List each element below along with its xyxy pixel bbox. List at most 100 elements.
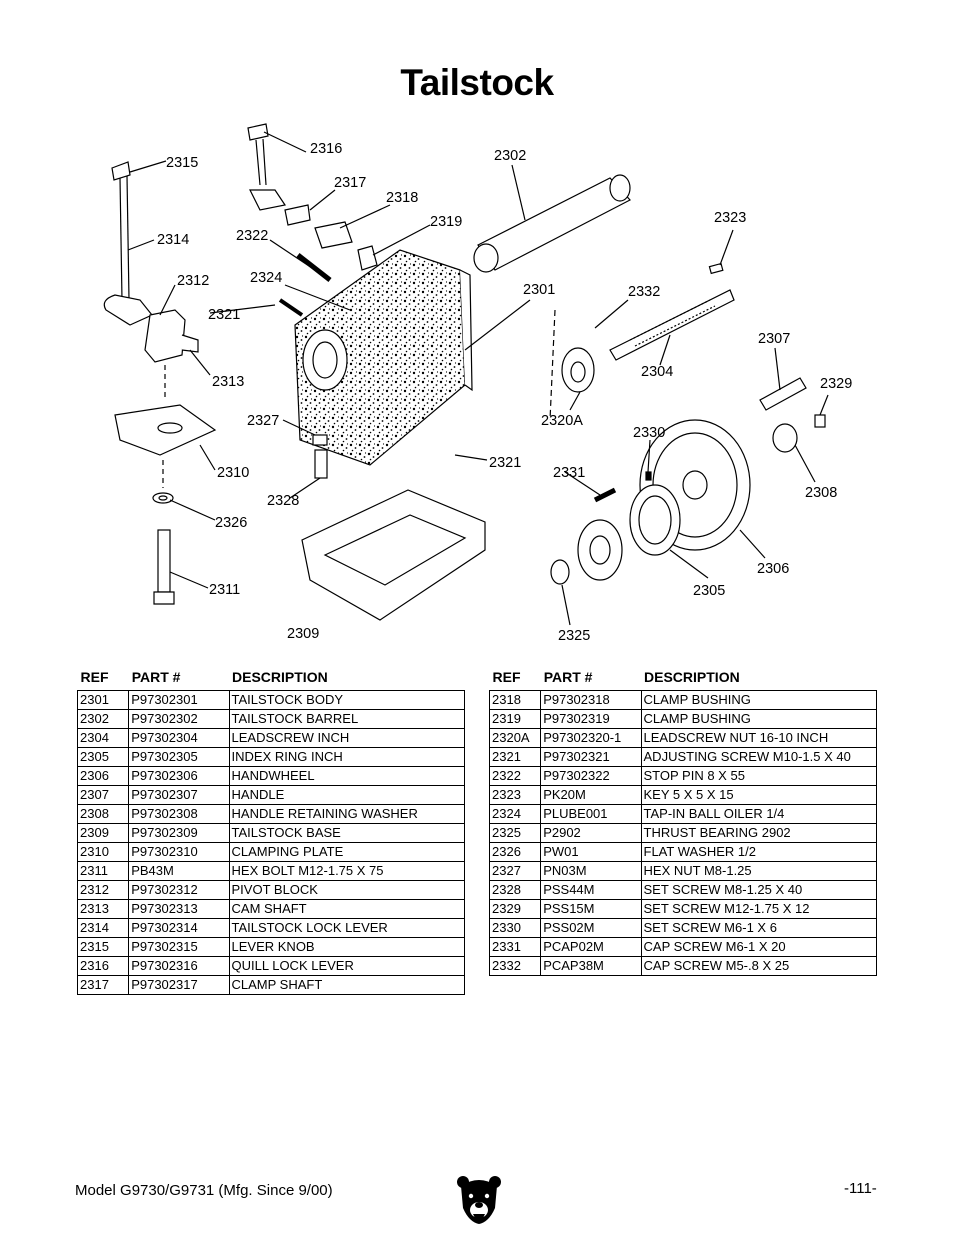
- ref-cell: 2302: [76, 709, 130, 729]
- callout-2320A: 2320A: [541, 413, 583, 429]
- part-number-cell: P97302304: [128, 728, 230, 748]
- part-number-cell: PCAP38M: [540, 956, 642, 976]
- description-cell: CLAMP SHAFT: [228, 975, 466, 995]
- part-number-cell: P97302322: [540, 766, 642, 786]
- description-cell: HANDLE RETAINING WASHER: [228, 804, 466, 824]
- ref-cell: 2327: [488, 861, 542, 881]
- header-ref: REF: [492, 669, 521, 685]
- description-cell: CLAMP BUSHING: [640, 690, 878, 710]
- ref-cell: 2304: [76, 728, 130, 748]
- description-cell: TAP-IN BALL OILER 1/4: [640, 804, 878, 824]
- part-number-cell: P2902: [540, 823, 642, 843]
- part-number-cell: P97302314: [128, 918, 230, 938]
- ref-cell: 2313: [76, 899, 130, 919]
- description-cell: HEX BOLT M12-1.75 X 75: [228, 861, 466, 881]
- part-number-cell: P97302308: [128, 804, 230, 824]
- callout-2313: 2313: [212, 374, 244, 390]
- callout-2331: 2331: [553, 465, 585, 481]
- part-number-cell: P97302321: [540, 747, 642, 767]
- part-number-cell: PSS44M: [540, 880, 642, 900]
- callout-labels: 2315 2316 2302 2317 2318 2319 2323 2314 …: [157, 141, 852, 644]
- part-number-cell: P97302306: [128, 766, 230, 786]
- description-cell: LEVER KNOB: [228, 937, 466, 957]
- callout-2319: 2319: [430, 214, 462, 230]
- description-cell: CLAMP BUSHING: [640, 709, 878, 729]
- part-number-cell: PN03M: [540, 861, 642, 881]
- ref-cell: 2309: [76, 823, 130, 843]
- callout-2321: 2321: [208, 307, 240, 323]
- ref-cell: 2330: [488, 918, 542, 938]
- ref-cell: 2314: [76, 918, 130, 938]
- ref-cell: 2316: [76, 956, 130, 976]
- ref-cell: 2317: [76, 975, 130, 995]
- description-cell: ADJUSTING SCREW M10-1.5 X 40: [640, 747, 878, 767]
- page-number: -111-: [844, 1180, 877, 1197]
- header-ref: REF: [80, 669, 109, 685]
- ref-cell: 2310: [76, 842, 130, 862]
- callout-2302: 2302: [494, 148, 526, 164]
- ref-cell: 2328: [488, 880, 542, 900]
- description-cell: PIVOT BLOCK: [228, 880, 466, 900]
- header-description: DESCRIPTION: [232, 669, 328, 685]
- part-number-cell: PCAP02M: [540, 937, 642, 957]
- callout-2306: 2306: [757, 561, 789, 577]
- ref-cell: 2311: [76, 861, 130, 881]
- page-title: Tailstock: [400, 62, 554, 103]
- callout-2311: 2311: [209, 582, 240, 598]
- description-cell: STOP PIN 8 X 55: [640, 766, 878, 786]
- ref-cell: 2308: [76, 804, 130, 824]
- callout-2308: 2308: [805, 485, 837, 501]
- description-cell: SET SCREW M6-1 X 6: [640, 918, 878, 938]
- part-number-cell: P97302315: [128, 937, 230, 957]
- part-number-cell: P97302320-1: [540, 728, 642, 748]
- part-number-cell: PSS02M: [540, 918, 642, 938]
- part-number-cell: PK20M: [540, 785, 642, 805]
- header-part: PART #: [131, 669, 181, 685]
- description-cell: HEX NUT M8-1.25: [640, 861, 878, 881]
- ref-cell: 2319: [488, 709, 542, 729]
- part-number-cell: P97302307: [128, 785, 230, 805]
- description-cell: TAILSTOCK BODY: [228, 690, 466, 710]
- description-cell: HANDLE: [228, 785, 466, 805]
- ref-cell: 2323: [488, 785, 542, 805]
- callout-2314: 2314: [157, 232, 189, 248]
- ref-cell: 2331: [488, 937, 542, 957]
- part-number-cell: P97302310: [128, 842, 230, 862]
- description-cell: FLAT WASHER 1/2: [640, 842, 878, 862]
- description-cell: TAILSTOCK BARREL: [228, 709, 466, 729]
- ref-cell: 2321: [488, 747, 542, 767]
- callout-2318: 2318: [386, 190, 418, 206]
- ref-cell: 2326: [488, 842, 542, 862]
- diagram-artwork: [103, 123, 829, 626]
- callout-2312: 2312: [177, 273, 209, 289]
- description-cell: CLAMPING PLATE: [228, 842, 466, 862]
- part-number-cell: PW01: [540, 842, 642, 862]
- callout-2316: 2316: [310, 141, 342, 157]
- description-cell: CAP SCREW M5-.8 X 25: [640, 956, 878, 976]
- description-cell: CAM SHAFT: [228, 899, 466, 919]
- callout-2315: 2315: [166, 155, 198, 171]
- callout-2321: 2321: [489, 455, 521, 471]
- callout-2301: 2301: [523, 282, 555, 298]
- part-number-cell: P97302302: [128, 709, 230, 729]
